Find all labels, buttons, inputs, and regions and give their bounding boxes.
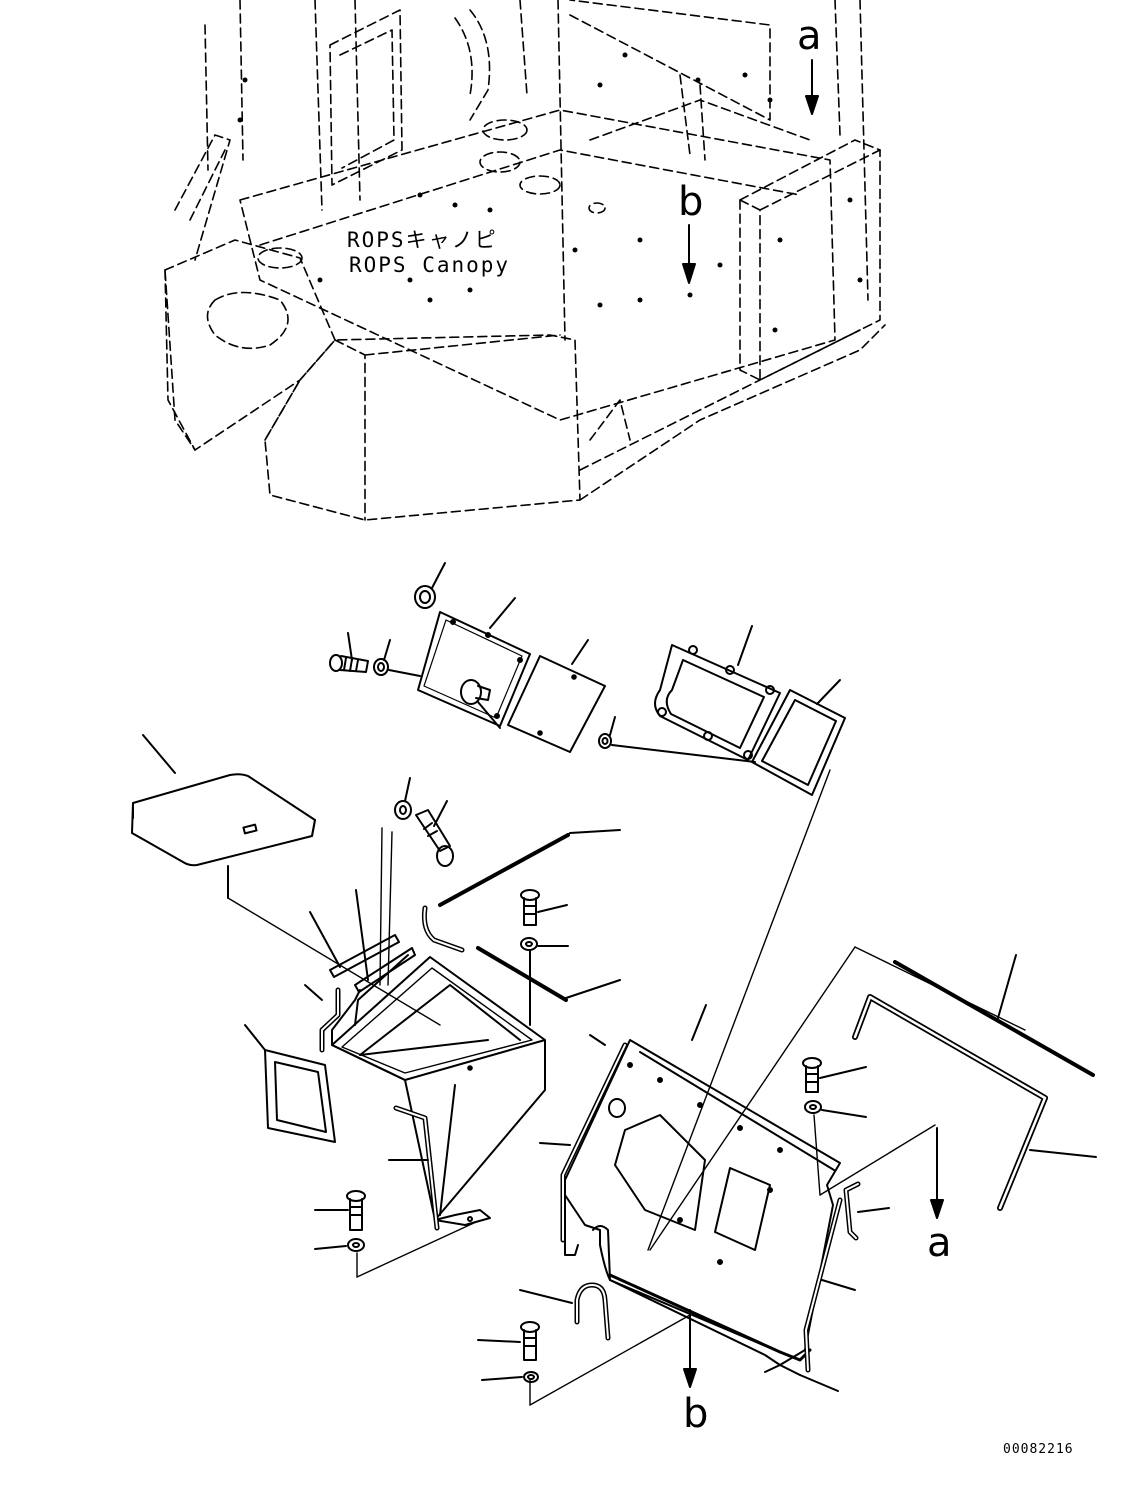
- bolt-part-4: [314, 1190, 366, 1252]
- washer-part-2: [394, 777, 412, 820]
- panel-right-pipe: [803, 1197, 856, 1373]
- bent-rod: [852, 994, 1097, 1211]
- marker-b-bottom: b: [683, 1391, 709, 1437]
- edge-strip: [476, 946, 621, 1002]
- arrow-b-bottom: [683, 1309, 697, 1388]
- duct-bent-pipe: [388, 1105, 440, 1231]
- canopy-label-en: ROPS Canopy: [349, 253, 511, 277]
- document-number: 00082216: [1003, 1442, 1074, 1457]
- arrow-b-top: [682, 224, 696, 284]
- cover-plate: [417, 597, 531, 727]
- small-hook: [843, 1181, 890, 1241]
- marker-b-top: b: [678, 179, 704, 225]
- hook-pipe: [421, 905, 465, 953]
- bolt-part: [329, 632, 369, 673]
- duct-seal-right: [354, 889, 416, 993]
- bolt-part-3: [520, 889, 569, 1026]
- bolt-part-5: [477, 1321, 540, 1383]
- panel-edge-seal: [539, 1034, 628, 1243]
- frame-gasket: [654, 625, 781, 761]
- arrow-a-bottom: [930, 1127, 944, 1219]
- floor-mat: [131, 734, 316, 899]
- duct-seal-left: [309, 911, 400, 978]
- air-filter-frame: [244, 1024, 336, 1143]
- seal-strip: [438, 829, 621, 907]
- leader-lines: [227, 769, 1026, 1406]
- top-seal-strip: [893, 954, 1095, 1077]
- grommet-part: [414, 562, 446, 609]
- bolt-part-6: [802, 1057, 867, 1118]
- knob-part: [460, 679, 501, 729]
- washer-part: [373, 639, 421, 677]
- canopy-label-jp: ROPSキャノピ: [347, 228, 498, 252]
- duct-pipe-left: [304, 984, 341, 1053]
- u-clamp: [519, 1282, 611, 1341]
- canopy-bolt-holes: [237, 52, 863, 333]
- nut-part: [598, 716, 756, 763]
- bolt-part-2: [415, 800, 454, 867]
- air-duct-box: [331, 954, 546, 1226]
- rops-canopy-frame: [164, 0, 886, 521]
- marker-a-top: a: [797, 13, 822, 59]
- arrow-a-top: [805, 59, 819, 115]
- inner-seal-frame: [751, 679, 846, 796]
- gasket-sheet: [507, 639, 606, 753]
- marker-a-bottom: a: [927, 1220, 952, 1266]
